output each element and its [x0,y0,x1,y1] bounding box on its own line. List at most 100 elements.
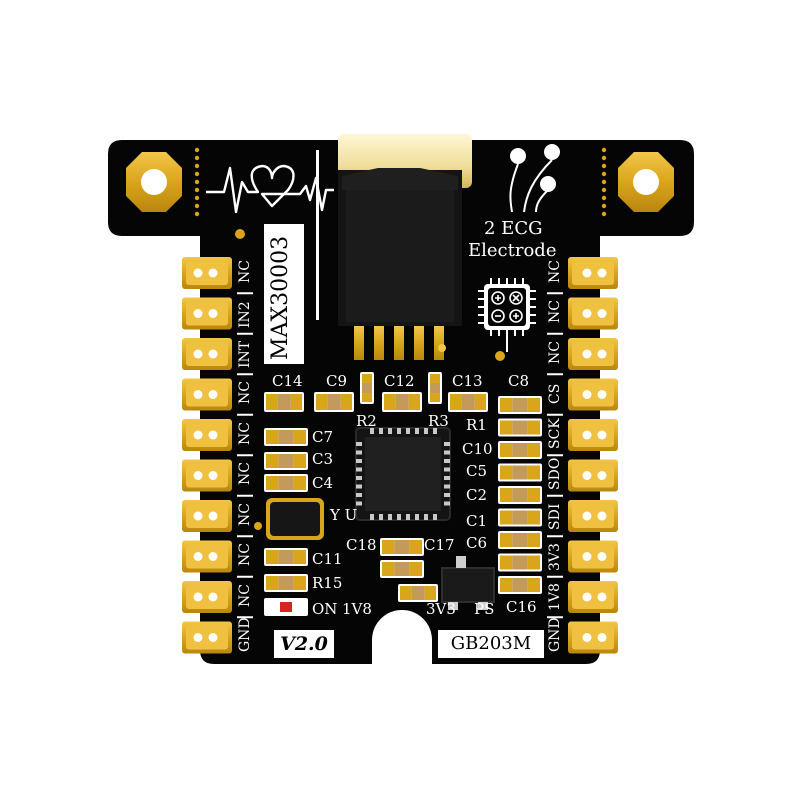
label-ps: PS [474,600,495,618]
right-pad-5 [568,419,618,451]
label-r3: R3 [428,412,449,430]
label-c14: C14 [272,372,303,390]
label-r2: R2 [356,412,377,430]
right-pad-3 [568,338,618,370]
label-r15: R15 [312,574,343,592]
right-pin-label: NC [547,259,563,283]
left-pin-label: NC [237,543,253,566]
label-c5: C5 [466,462,488,480]
label-c4: C4 [312,474,334,492]
label-c17: C17 [424,536,455,554]
left-pad-10 [182,621,232,654]
label-3v3: 3V3 [426,600,456,618]
smd-capacitor [498,531,542,549]
center-slot [368,606,436,664]
left-pin-label: NC [237,381,253,404]
smd-capacitor [264,428,308,446]
right-pin-label: SDI [547,503,563,531]
label-c9: C9 [326,372,348,390]
right-pad-7 [568,500,618,532]
smd-capacitor [498,396,542,414]
left-pin-label: GND [237,617,253,652]
right-pad-6 [568,459,618,492]
smd-capacitor [380,560,424,578]
smd-capacitor [428,372,442,404]
smd-capacitor [380,538,424,556]
smd-capacitor [498,553,542,572]
right-pin-label: NC [547,340,563,364]
right-pad-9 [568,581,618,613]
label-1v8: 1V8 [342,600,372,618]
right-pin-label: 1V8 [547,583,563,612]
left-pad-5 [182,419,232,451]
label-c12: C12 [384,372,415,390]
smd-capacitor [264,548,308,566]
label-c7: C7 [312,428,334,446]
right-pin-label: 3V3 [547,542,563,571]
left-pad-6 [182,459,232,492]
right-pin-label: NC [547,300,563,323]
label-yu: Y U [330,506,358,524]
label-c13: C13 [452,372,483,390]
right-edge-pads [568,257,618,654]
main-ic [355,427,451,521]
smd-capacitor [498,418,542,437]
chip-name-label: MAX30003 [268,235,293,360]
label-c11: C11 [312,550,343,568]
left-pin-label: IN2 [237,301,253,328]
label-c6: C6 [466,534,488,552]
right-pin-label: CS [547,383,563,404]
label-c16: C16 [506,598,537,616]
ecg-title-line1: 2 ECG [484,218,543,239]
label-c10: C10 [462,440,493,458]
right-pad-2 [568,297,618,330]
left-edge-pads [182,257,232,654]
smd-capacitor [264,452,308,470]
smd-capacitor [264,474,308,492]
left-pad-2 [182,297,232,330]
smd-capacitor [264,392,304,412]
label-c3: C3 [312,450,334,468]
chip-symbol-icon [478,278,536,361]
model-label: GB203M [440,632,542,656]
smd-capacitor [498,486,542,504]
label-on: ON [312,600,338,618]
left-pad-4 [182,378,232,411]
smd-components [264,372,542,616]
right-pad-4 [568,378,618,411]
left-pad-3 [182,338,232,370]
ecg-connector [338,134,472,360]
smd-capacitor [264,574,308,592]
left-pin-label: NC [237,462,253,485]
right-pad-8 [568,540,618,573]
left-pad-1 [182,257,232,289]
right-pin-label: SCK [547,418,563,450]
left-pad-7 [182,500,232,532]
smd-capacitor [498,508,542,527]
right-pad-10 [568,621,618,654]
smd-capacitor [448,392,488,412]
smd-capacitor [398,584,438,602]
left-pin-label: NC [237,502,253,526]
left-pin-label: NC [237,421,253,445]
heartbeat-wave-icon [206,164,334,214]
left-pin-label: NC [237,583,253,607]
right-pin-label: SDO [547,457,563,490]
label-c18: C18 [346,536,377,554]
mount-hole-left [126,152,182,212]
mount-hole-right [618,152,674,212]
label-c1: C1 [466,512,488,530]
smd-capacitor [498,441,542,459]
left-pad-9 [182,581,232,613]
via-dots [194,147,607,530]
version-label: V2.0 [276,632,332,656]
label-c2: C2 [466,486,488,504]
left-pin-label: INT [237,341,253,369]
ecg-title-line2: Electrode [468,240,557,261]
smd-capacitor [314,392,354,412]
voltage-regulator [441,556,495,610]
smd-capacitor [498,463,542,482]
label-r1: R1 [466,416,487,434]
